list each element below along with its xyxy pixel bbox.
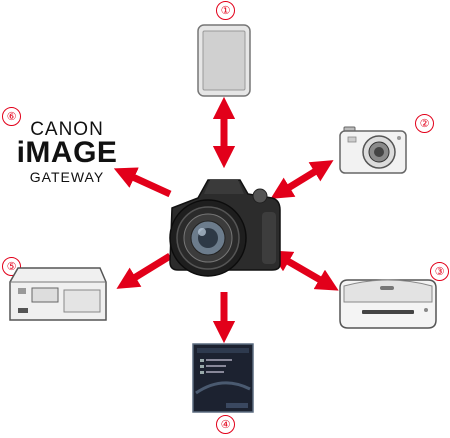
compact-camera-icon[interactable] (339, 126, 409, 176)
arrow-to-compact-camera (270, 160, 334, 199)
logo-line-image: iMAGE (16, 136, 118, 169)
number-label-4: ④ (216, 415, 235, 434)
arrow-to-connect-station (269, 250, 339, 291)
number-label-1: ① (216, 1, 235, 20)
number-label-2: ② (415, 114, 434, 133)
number-label-3: ③ (430, 262, 449, 281)
arrow-to-image-gateway (113, 167, 172, 198)
connect-station-icon[interactable] (336, 276, 440, 332)
computer-screen-icon[interactable] (192, 343, 254, 413)
logo-line-canon: CANON (30, 119, 104, 140)
number-label-5: ⑤ (2, 257, 21, 276)
printer-icon[interactable] (8, 266, 108, 324)
number-label-6: ⑥ (2, 107, 21, 126)
tablet-icon[interactable] (196, 24, 252, 98)
dslr-camera-icon (169, 179, 281, 277)
logo-line-gateway: GATEWAY (29, 169, 105, 185)
arrow-to-printer (116, 253, 172, 289)
